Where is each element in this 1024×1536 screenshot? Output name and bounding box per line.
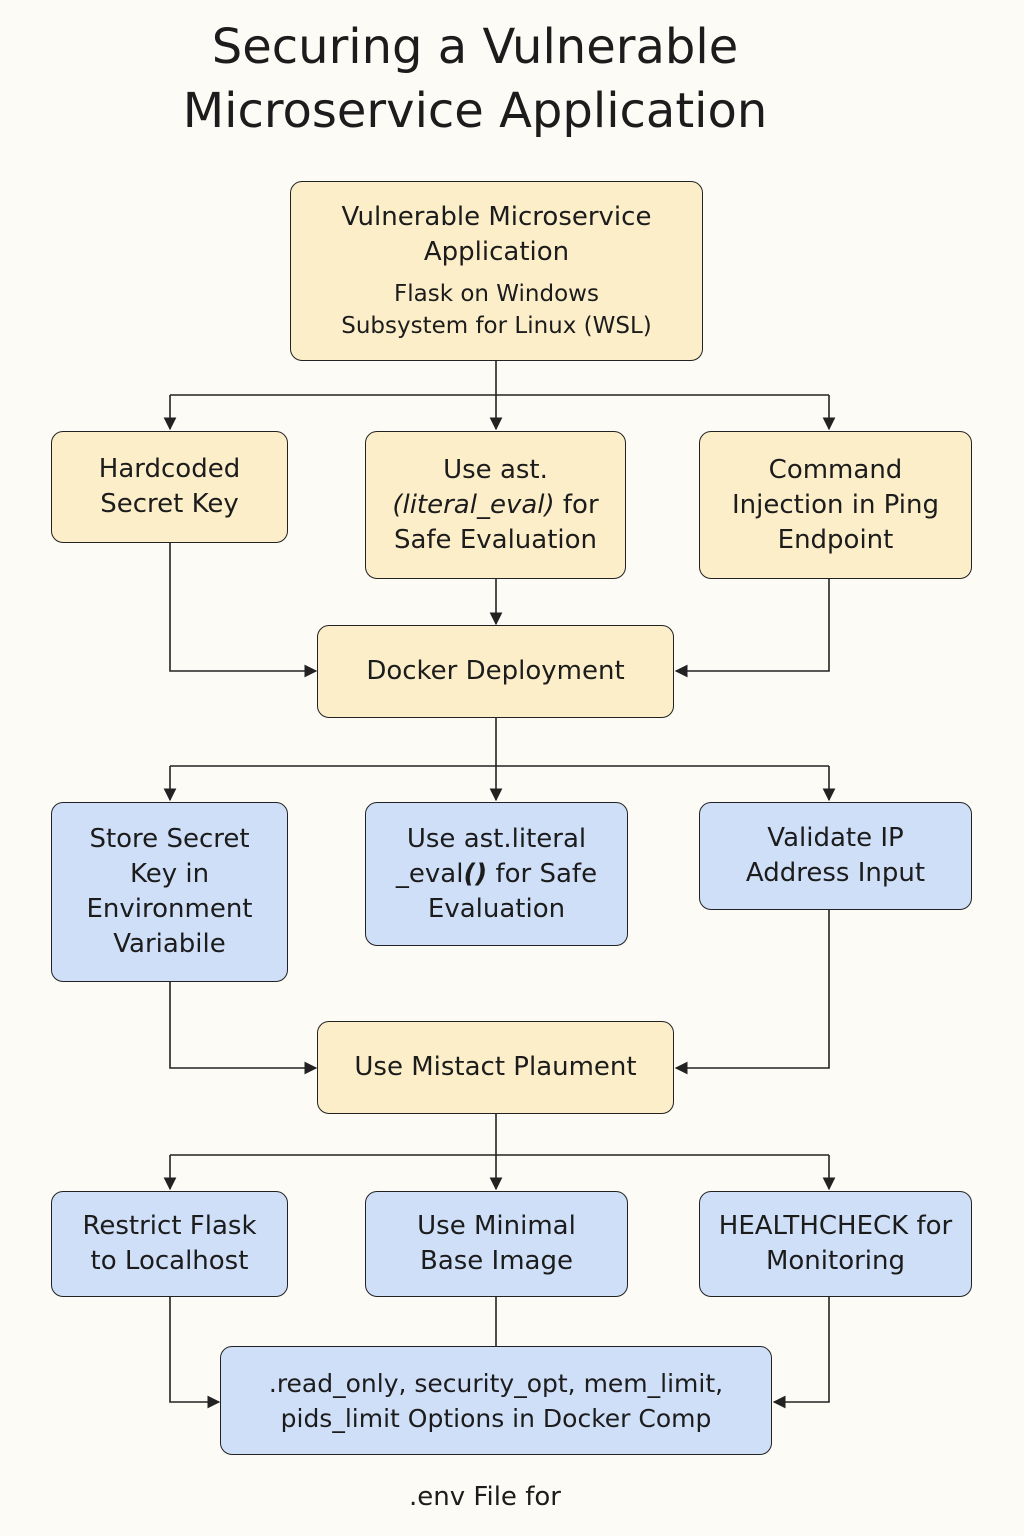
node-command-injection-line-1: Command <box>768 454 903 485</box>
node-healthcheck-line-2: Monitoring <box>765 1246 906 1276</box>
node-literal-eval-mid: Use ast.literal _eval() for Safe Evaluat… <box>365 802 628 946</box>
connector-arrow-restrict-flask-to-compose <box>169 1297 221 1409</box>
node-minimal-base-image-line-2: Base Image <box>419 1246 573 1276</box>
node-literal-eval-mid-line-1: Use ast.literal <box>406 823 587 854</box>
node-literal-eval-mid-parens: () <box>463 858 488 889</box>
node-store-secret-key-line-4: Variabile <box>113 929 226 959</box>
node-docker-deployment-label: Docker Deployment <box>366 656 625 686</box>
footer-caption: .env File for <box>409 1482 561 1512</box>
node-validate-ip: Validate IP Address Input <box>699 802 972 910</box>
node-minimal-base-image-line-1: Use Minimal <box>417 1211 576 1241</box>
connector-arrow-store-secret-to-mistact <box>169 982 318 1075</box>
node-restrict-flask-line-1: Restrict Flask <box>82 1211 257 1241</box>
node-literal-eval-top-code: (literal_eval) <box>392 489 555 520</box>
node-literal-eval-mid-line-2: _eval() for Safe <box>396 857 597 892</box>
node-store-secret-key-line-3: Environment <box>86 894 253 924</box>
node-docker-compose-options-line-1: .read_only, security_opt, mem_limit, <box>268 1368 724 1398</box>
node-use-mistact-plaument-label: Use Mistact Plaument <box>354 1052 637 1082</box>
node-command-injection: Command Injection in Ping Endpoint <box>699 431 972 579</box>
diagram-title-line-2: Microservice Application <box>182 83 768 139</box>
node-literal-eval-top: Use ast. (literal_eval) for Safe Evaluat… <box>365 431 626 579</box>
node-restrict-flask-line-2: to Localhost <box>90 1246 249 1276</box>
node-store-secret-key-line-1: Store Secret <box>89 824 250 854</box>
node-store-secret-key: Store Secret Key in Environment Variabil… <box>51 802 288 982</box>
node-healthcheck: HEALTHCHECK for Monitoring <box>699 1191 972 1297</box>
node-command-injection-line-2: Injection in Ping <box>731 489 939 520</box>
node-vulnerable-microservice: Vulnerable Microservice Application Flas… <box>290 181 703 361</box>
node-vulnerable-microservice-line-2: Application <box>423 237 570 267</box>
diagram-title-line-1: Securing a Vulnerable <box>211 19 739 75</box>
node-use-mistact-plaument: Use Mistact Plaument <box>317 1021 674 1114</box>
connector-arrow-validate-ip-to-mistact <box>674 910 830 1075</box>
node-literal-eval-mid-for-safe: for Safe <box>487 858 598 889</box>
node-literal-eval-top-line-1: Use ast. <box>443 454 548 485</box>
node-literal-eval-top-for: for <box>554 489 599 520</box>
node-store-secret-key-line-2: Key in <box>129 859 210 889</box>
node-hardcoded-secret-key-line-2: Secret Key <box>100 489 239 519</box>
connector-arrow-command-injection-to-docker <box>674 579 830 678</box>
node-literal-eval-mid-code: _eval <box>395 858 464 889</box>
node-validate-ip-line-1: Validate IP <box>767 823 904 853</box>
node-docker-deployment: Docker Deployment <box>317 625 674 718</box>
node-literal-eval-mid-line-3: Evaluation <box>427 893 566 924</box>
connector-arrow-healthcheck-to-compose <box>772 1297 830 1409</box>
node-hardcoded-secret-key-line-1: Hardcoded <box>98 454 241 484</box>
node-docker-compose-options-line-2: pids_limit Options in Docker Comp <box>280 1403 712 1433</box>
node-healthcheck-line-1: HEALTHCHECK for <box>718 1211 953 1241</box>
node-minimal-base-image: Use Minimal Base Image <box>365 1191 628 1297</box>
node-hardcoded-secret-key: Hardcoded Secret Key <box>51 431 288 543</box>
node-validate-ip-line-2: Address Input <box>745 858 926 888</box>
node-vulnerable-microservice-sub-1: Flask on Windows <box>394 281 599 307</box>
node-vulnerable-microservice-line-1: Vulnerable Microservice <box>341 202 652 232</box>
node-restrict-flask: Restrict Flask to Localhost <box>51 1191 288 1297</box>
node-literal-eval-top-line-2: (literal_eval) for <box>392 488 598 523</box>
connector-arrow-hardcoded-to-docker <box>169 543 318 678</box>
node-command-injection-line-3: Endpoint <box>777 524 894 555</box>
node-literal-eval-top-line-3: Safe Evaluation <box>393 524 598 555</box>
node-vulnerable-microservice-sub-2: Subsystem for Linux (WSL) <box>341 313 652 339</box>
node-docker-compose-options: .read_only, security_opt, mem_limit, pid… <box>220 1346 772 1455</box>
